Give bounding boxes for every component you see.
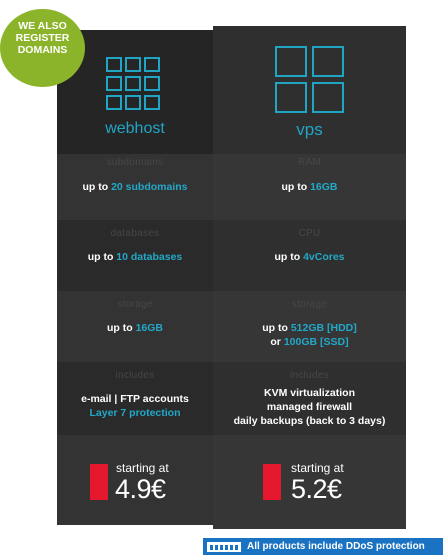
price-amount: 5.2€	[291, 474, 342, 504]
vps-plan-name: vps	[296, 120, 323, 139]
feature-label: storage	[117, 299, 153, 310]
price-marker	[263, 464, 281, 500]
feature-label: subdomains	[106, 157, 164, 168]
battery-shield-icon	[207, 542, 241, 552]
vps-price-block: starting at 5.2€	[213, 435, 406, 529]
feature-label: includes	[289, 370, 330, 381]
ddos-protection-notice: All products include DDoS protection	[203, 538, 443, 555]
register-domains-badge[interactable]: WE ALSO REGISTER DOMAINS	[0, 9, 85, 87]
feature-value-line2: managed firewall	[266, 401, 353, 413]
feature-label: databases	[110, 228, 160, 239]
ddos-notice-text: All products include DDoS protection	[247, 541, 425, 552]
vps-plan-card: vps RAM up to 16GB CPU up to 4vCores sto…	[213, 26, 406, 529]
feature-row-ram: RAM up to 16GB	[213, 154, 406, 220]
webhost-price-block: starting at 4.9€	[57, 435, 213, 525]
feature-row-databases: databases up to 10 databases	[57, 220, 213, 291]
vps-plan-header: vps	[213, 26, 406, 154]
feature-value-line1: up to 512GB [HDD]	[262, 322, 357, 334]
price-amount: 4.9€	[115, 474, 166, 504]
feature-label: RAM	[297, 157, 322, 168]
feature-row-includes: includes KVM virtualization managed fire…	[213, 362, 406, 435]
feature-value-line1: KVM virtualization	[263, 387, 355, 399]
feature-value-line2: Layer 7 protection	[89, 407, 181, 419]
feature-label: includes	[115, 370, 155, 381]
feature-value: up to 16GB	[281, 181, 338, 193]
feature-value: up to 10 databases	[87, 251, 183, 263]
feature-row-subdomains: subdomains up to 20 subdomains	[57, 154, 213, 220]
feature-label: CPU	[298, 228, 321, 239]
feature-row-storage: storage up to 512GB [HDD] or 100GB [SSD]	[213, 291, 406, 362]
price-starting-label: starting at	[116, 461, 169, 475]
feature-value-line3: daily backups (back to 3 days)	[233, 415, 386, 427]
feature-row-storage: storage up to 16GB	[57, 291, 213, 362]
feature-value-line2: or 100GB [SSD]	[270, 336, 349, 348]
feature-value: up to 4vCores	[274, 251, 345, 263]
webhost-plan-card: webhost subdomains up to 20 subdomains d…	[57, 30, 213, 525]
webhost-plan-name: webhost	[105, 120, 165, 137]
price-marker	[90, 464, 108, 500]
feature-row-cpu: CPU up to 4vCores	[213, 220, 406, 291]
grid-3x3-icon	[106, 57, 160, 110]
feature-value: up to 16GB	[106, 322, 163, 334]
grid-2x2-icon	[275, 46, 344, 113]
feature-label: storage	[291, 299, 328, 310]
price-starting-label: starting at	[291, 461, 344, 475]
feature-value-line1: e-mail | FTP accounts	[81, 393, 189, 405]
feature-row-includes: includes e-mail | FTP accounts Layer 7 p…	[57, 362, 213, 435]
feature-value: up to 20 subdomains	[82, 181, 188, 193]
badge-text: WE ALSO REGISTER DOMAINS	[15, 20, 70, 56]
